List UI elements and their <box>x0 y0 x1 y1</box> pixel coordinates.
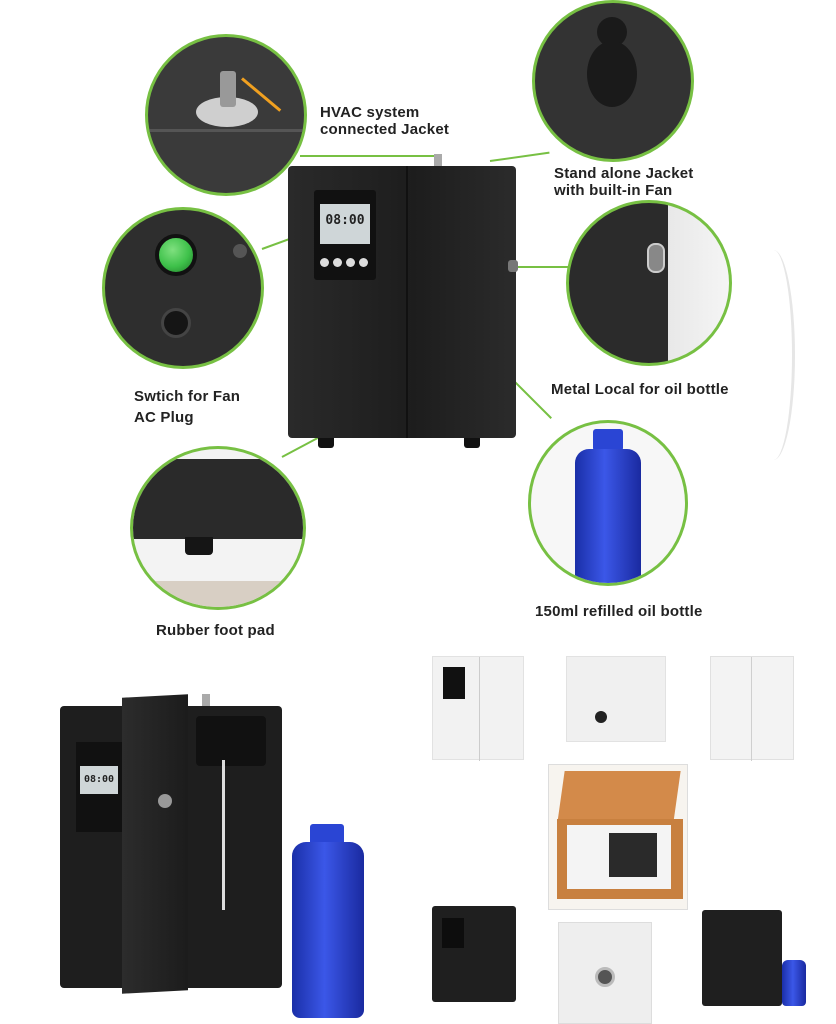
connector-line-hvac <box>300 155 435 157</box>
detail-circle-metal-local <box>566 200 732 366</box>
label-rubber-foot: Rubber foot pad <box>156 622 275 639</box>
label-hvac-line-1: HVAC system <box>320 104 420 121</box>
thumb-side-port-icon <box>595 711 607 723</box>
label-metal-local: Metal Local for oil bottle <box>551 381 729 398</box>
label-switch: Swtich for Fan AC Plug <box>134 386 240 428</box>
thumb-white-split <box>479 657 480 761</box>
label-switch-line-1: Swtich for Fan <box>134 388 241 405</box>
oil-bottle-icon <box>575 449 641 583</box>
open-unit-door <box>122 694 188 994</box>
thumb-black-unit-small <box>432 906 516 1002</box>
thumb-open-unit-bottle <box>702 910 782 1006</box>
connector-line-foot <box>281 434 324 458</box>
decorative-arc <box>752 250 795 460</box>
control-panel: 08:00 <box>314 190 376 280</box>
detail-circle-rubber-foot <box>130 446 306 610</box>
panel-button-4 <box>359 258 368 267</box>
lcd-display: 08:00 <box>320 204 370 244</box>
large-bottle-neck <box>310 824 344 846</box>
open-unit-nozzle <box>202 694 210 706</box>
label-standalone: Stand alone Jacket with built-in Fan <box>554 165 694 199</box>
thumb-back-split <box>751 657 752 761</box>
nozzle-fitting-icon <box>220 71 236 107</box>
rubber-foot-icon <box>185 537 213 555</box>
thumb-white-panel <box>443 667 465 699</box>
thumb-box-device <box>609 833 657 877</box>
thumb-box-lid <box>557 771 681 823</box>
panel-button-1 <box>320 258 329 267</box>
foot-right <box>464 438 480 448</box>
hvac-nozzle <box>434 154 442 166</box>
door-split-line <box>406 166 408 438</box>
thumb-packaging-box <box>548 764 688 910</box>
thumb-small-bottle-icon <box>782 960 806 1006</box>
connector-line-standalone <box>489 151 550 162</box>
thumb-black-panel <box>442 918 464 948</box>
open-unit-lock-icon <box>158 794 172 808</box>
screw-icon <box>233 244 247 258</box>
lock-icon <box>647 243 665 273</box>
panel-button-2 <box>333 258 342 267</box>
surface-line <box>133 581 303 607</box>
label-standalone-line-1: Stand alone Jacket <box>554 165 694 182</box>
detail-circle-oil-bottle <box>528 420 688 586</box>
jacket-edge <box>148 129 304 132</box>
large-oil-bottle-icon <box>292 842 364 1018</box>
open-unit-panel: 08:00 <box>76 742 122 832</box>
panel-button-3 <box>346 258 355 267</box>
ac-plug-icon <box>161 308 191 338</box>
thumb-lock-icon <box>595 967 615 987</box>
open-unit-lcd: 08:00 <box>80 766 118 794</box>
detail-circle-hvac <box>145 34 307 196</box>
detail-circle-standalone <box>532 0 694 162</box>
label-hvac-line-2: connected Jacket <box>320 121 450 138</box>
thumb-white-unit-front <box>432 656 524 761</box>
label-oil-bottle: 150ml refilled oil bottle <box>535 603 703 620</box>
detail-circle-switch <box>102 207 264 369</box>
open-unit-tube <box>222 760 225 910</box>
unit-bottom-edge <box>133 459 303 539</box>
fan-switch-icon <box>155 234 197 276</box>
foot-left <box>318 438 334 448</box>
label-standalone-line-2: with built-in Fan <box>554 182 673 199</box>
label-switch-line-2: AC Plug <box>134 409 194 426</box>
diffuser-main-unit: 08:00 <box>288 154 518 448</box>
connector-line-metal-local <box>516 266 570 268</box>
keyhole-slot <box>587 41 637 107</box>
lock-knob <box>508 260 518 272</box>
thumb-lock-closeup <box>558 922 652 1024</box>
bottle-neck <box>593 429 623 451</box>
open-unit-pump <box>196 716 266 766</box>
thumb-white-unit-side <box>566 656 666 742</box>
label-hvac: HVAC system connected Jacket <box>320 104 449 138</box>
thumb-white-unit-back <box>710 656 794 761</box>
